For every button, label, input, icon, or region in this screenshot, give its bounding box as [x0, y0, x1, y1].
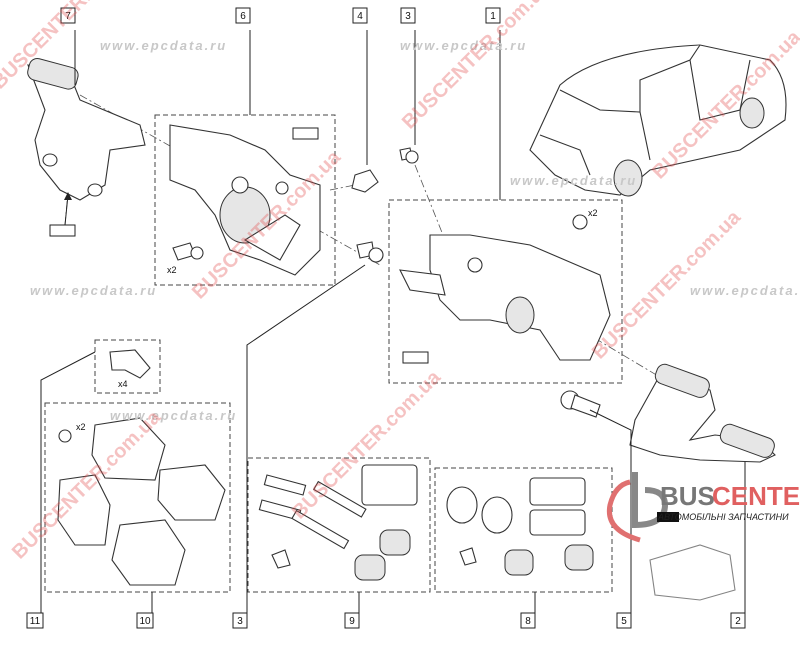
logo-text-bus: BUS [660, 481, 715, 511]
grease-symbol [49, 224, 76, 237]
quantity-label: x2 [588, 208, 598, 218]
watermark-site: www.epcdata.ru [400, 38, 527, 53]
part-7-caliper-carrier [27, 57, 146, 237]
group-box-9 [247, 457, 431, 593]
part-2-caliper-carrier [629, 363, 776, 463]
buscenter-logo: BUS CENTER АВТОМОБІЛЬНІ ЗАПЧАСТИНИ [606, 472, 800, 601]
grease-symbol [402, 351, 429, 364]
logo-text-center: CENTER [712, 481, 800, 511]
callout-2: 2 [730, 612, 746, 629]
group-box-6 [154, 114, 336, 286]
group-box-8 [434, 467, 613, 593]
svg-text:5: 5 [621, 616, 627, 627]
part-3-bolt [356, 147, 419, 263]
group-box-11 [94, 339, 161, 394]
callout-4: 4 [352, 7, 368, 24]
callout-10: 10 [136, 612, 154, 629]
svg-text:11: 11 [30, 616, 41, 627]
callout-6: 6 [235, 7, 251, 24]
callout-8: 8 [520, 612, 536, 629]
svg-text:7: 7 [65, 11, 71, 22]
part-4-bleed-screw [351, 169, 379, 193]
group-box-1 [388, 199, 623, 384]
part-10-brake-pads: x2 [57, 417, 226, 586]
watermark-site: www.epcdata.ru [30, 283, 157, 298]
group-box-10 [44, 402, 231, 593]
arrow-icon [64, 192, 72, 200]
svg-text:1: 1 [490, 11, 496, 22]
part-9-guide-pin-kit [258, 464, 418, 581]
svg-text:3: 3 [237, 616, 243, 627]
callout-7: 7 [60, 7, 76, 24]
quantity-label: x2 [76, 422, 86, 432]
watermark-site: www.epcdata.ru [690, 283, 800, 298]
callout-3-bottom: 3 [232, 612, 248, 629]
part-8-piston-seal-kit [446, 477, 594, 576]
assembly-axis [329, 184, 356, 191]
watermark-site: www.epcdata.ru [110, 408, 237, 423]
part-1-caliper: x2 [399, 208, 611, 364]
callout-11: 11 [26, 612, 44, 629]
svg-text:10: 10 [139, 616, 151, 627]
svg-text:4: 4 [357, 11, 363, 22]
watermark-site: www.epcdata.ru [510, 173, 637, 188]
watermark-site: www.epcdata.ru [100, 38, 227, 53]
callout-1: 1 [485, 7, 501, 24]
quantity-label: x2 [167, 265, 177, 275]
svg-text:6: 6 [240, 11, 246, 22]
grease-symbol [292, 127, 319, 140]
watermark-brand: BUSCENTER.com.ua [398, 0, 556, 134]
callout-5: 5 [616, 612, 632, 629]
svg-text:9: 9 [349, 616, 355, 627]
quantity-label: x4 [118, 379, 128, 389]
callout-3-top: 3 [400, 7, 416, 24]
assembly-axis [414, 164, 446, 241]
vehicle-illustration [529, 44, 787, 197]
leader-lines [40, 30, 746, 613]
svg-text:2: 2 [735, 616, 741, 627]
callout-9: 9 [344, 612, 360, 629]
part-5-bolt [560, 390, 601, 418]
svg-text:8: 8 [525, 616, 531, 627]
logo-tagline: АВТОМОБІЛЬНІ ЗАПЧАСТИНИ [657, 512, 789, 522]
part-11-pad-clips: x4 [109, 349, 151, 389]
svg-text:3: 3 [405, 11, 411, 22]
part-6-caliper-assembly: x2 [167, 124, 321, 276]
